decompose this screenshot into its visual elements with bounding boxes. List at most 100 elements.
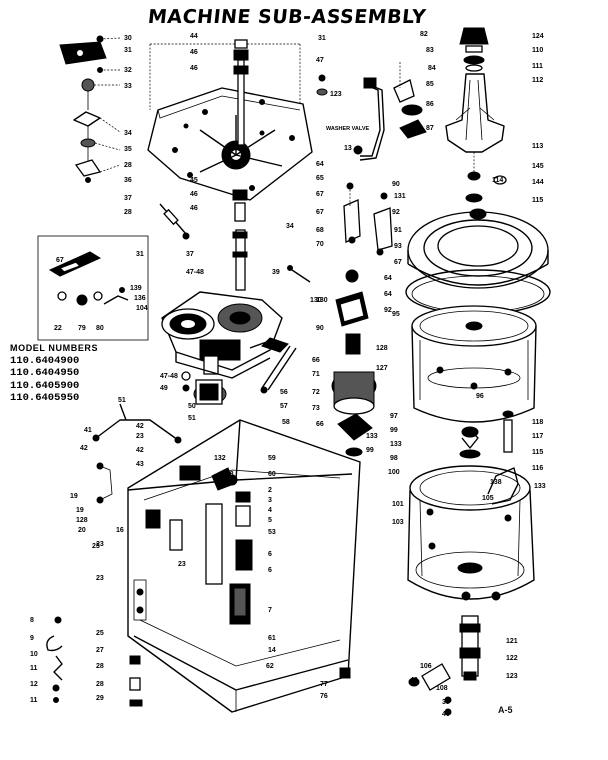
callout: 98 bbox=[390, 455, 398, 462]
agitator bbox=[445, 27, 507, 203]
callout: 23 bbox=[96, 575, 104, 582]
callout: 121 bbox=[506, 638, 518, 645]
callout: 77 bbox=[320, 681, 328, 688]
callout: 90 bbox=[316, 325, 324, 332]
callout: 101 bbox=[392, 501, 404, 508]
callout: 138 bbox=[490, 479, 502, 486]
callout: 123 bbox=[506, 673, 518, 680]
callout: 23 bbox=[136, 433, 144, 440]
callout: 14 bbox=[268, 647, 276, 654]
callout: 49 bbox=[160, 385, 168, 392]
callout: 86 bbox=[426, 101, 434, 108]
callout: 46 bbox=[190, 49, 198, 56]
callout: 64 bbox=[384, 291, 392, 298]
callout: 133 bbox=[534, 483, 546, 490]
callout: 85 bbox=[426, 81, 434, 88]
callout: 22 bbox=[54, 325, 62, 332]
cabinet-frame bbox=[127, 419, 361, 713]
callout: 46 bbox=[190, 191, 198, 198]
model-number: 110.6405900 bbox=[10, 379, 80, 392]
callout: 95 bbox=[392, 311, 400, 318]
callout: 40 bbox=[442, 711, 450, 718]
callout: 11 bbox=[30, 665, 38, 672]
callout: 92 bbox=[392, 209, 400, 216]
callout: 7 bbox=[268, 607, 272, 614]
callout: 23 bbox=[92, 543, 100, 550]
callout: 6 bbox=[268, 551, 272, 558]
callout: 39 bbox=[272, 269, 280, 276]
callout: 42 bbox=[136, 423, 144, 430]
callout: 70 bbox=[316, 241, 324, 248]
callout: 51 bbox=[188, 415, 196, 422]
inset-detail-box bbox=[37, 235, 149, 341]
callout: 128 bbox=[76, 517, 88, 524]
outer-tub bbox=[407, 465, 535, 601]
callout: 33 bbox=[124, 83, 132, 90]
callout: 46 bbox=[190, 205, 198, 212]
callout: 64 bbox=[316, 161, 324, 168]
callout: 144 bbox=[532, 179, 544, 186]
callout: 59 bbox=[268, 455, 276, 462]
model-number: 110.6404950 bbox=[10, 367, 80, 379]
callout: 10 bbox=[30, 651, 38, 658]
callout: 71 bbox=[312, 371, 320, 378]
callout: 66 bbox=[316, 421, 324, 428]
callout: 3 bbox=[268, 497, 272, 504]
callout: 80 bbox=[96, 325, 104, 332]
tub-cover-ring bbox=[407, 208, 549, 289]
callout: 117 bbox=[532, 433, 543, 440]
drain-hose-spring bbox=[459, 410, 519, 505]
callout: 16 bbox=[116, 527, 124, 534]
callout: 145 bbox=[532, 163, 544, 170]
callout: 87 bbox=[426, 125, 434, 132]
belt-spring bbox=[260, 345, 297, 394]
callout: 68 bbox=[316, 227, 324, 234]
callout: 106 bbox=[420, 663, 432, 670]
callout: 56 bbox=[280, 389, 288, 396]
callout: 82 bbox=[420, 31, 428, 38]
callout: 35 bbox=[124, 146, 132, 153]
callout: 61 bbox=[268, 635, 276, 642]
callout: 5 bbox=[268, 517, 272, 524]
callout: 36 bbox=[124, 177, 132, 184]
callout: 131 bbox=[394, 193, 406, 200]
callout: 37 bbox=[186, 251, 194, 258]
callout: 41 bbox=[84, 427, 92, 434]
callout: 103 bbox=[392, 519, 404, 526]
callout: 67 bbox=[56, 257, 64, 264]
callout: 115 bbox=[532, 197, 543, 204]
callout: 34 bbox=[124, 130, 132, 137]
callout: 23 bbox=[178, 561, 186, 568]
callout: 112 bbox=[532, 77, 543, 84]
callout: 29 bbox=[96, 695, 104, 702]
callout: 133 bbox=[366, 433, 378, 440]
actuator-rod bbox=[159, 203, 190, 240]
callout: 9 bbox=[30, 635, 34, 642]
callout: 37 bbox=[124, 195, 132, 202]
callout: 47 bbox=[316, 57, 324, 64]
callout: 43 bbox=[136, 461, 144, 468]
callout: 99 bbox=[390, 427, 398, 434]
callout: 30 bbox=[124, 35, 132, 42]
callout: 50 bbox=[188, 403, 196, 410]
callout: 44 bbox=[190, 33, 198, 40]
callout: 91 bbox=[394, 227, 402, 234]
callout: 113 bbox=[532, 143, 543, 150]
callout: 11 bbox=[30, 697, 38, 704]
callout: 20 bbox=[78, 527, 86, 534]
callout: 132 bbox=[214, 455, 226, 462]
callout: 105 bbox=[482, 495, 494, 502]
drive-shaft-top bbox=[232, 39, 249, 222]
pump-motor-assembly bbox=[287, 265, 377, 457]
callout: 73 bbox=[312, 405, 320, 412]
motor-pulley-assembly bbox=[181, 371, 227, 405]
callout: 47-48 bbox=[186, 269, 204, 276]
callout: 31 bbox=[136, 251, 144, 258]
callout: 40 bbox=[410, 677, 418, 684]
callout: 104 bbox=[136, 305, 148, 312]
callout: 139 bbox=[130, 285, 142, 292]
callout: 76 bbox=[320, 693, 328, 700]
callout: 2 bbox=[268, 487, 272, 494]
water-inlet-hose bbox=[353, 77, 385, 161]
